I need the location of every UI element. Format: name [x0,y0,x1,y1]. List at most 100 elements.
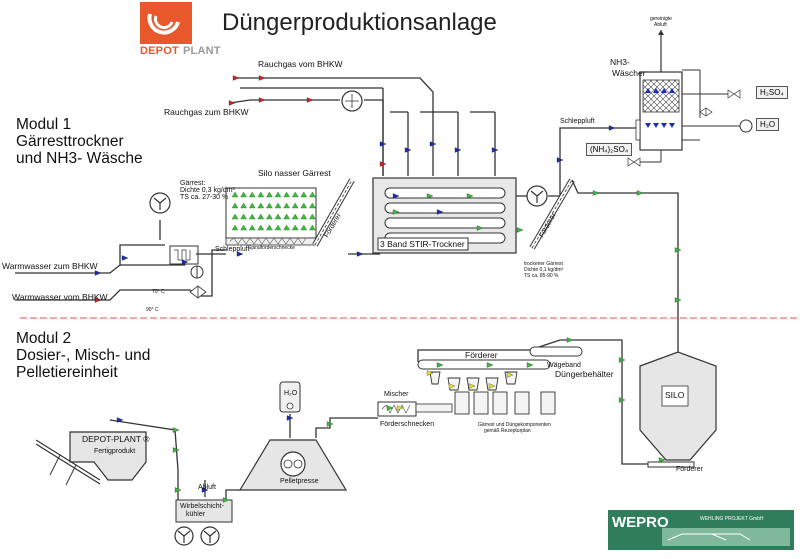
flow-marker [258,97,266,103]
flow-marker [436,209,444,215]
module1-line1: Modul 1 [16,116,72,133]
depotplant-logo [140,2,192,44]
flow-marker [516,227,524,233]
silo-dot [248,224,256,231]
page-title: Düngerproduktionsanlage [222,9,497,36]
flow-marker [592,190,600,196]
silo-dot [309,191,316,198]
module2-line2: Dosier-, Misch- und [16,347,151,364]
silo-dot [283,191,290,198]
label-temp-2: 90° C [146,307,159,313]
label-schleppluft-2: Schleppluft [560,118,595,125]
silo-dot [248,191,256,198]
label-trocken-3: TS ca. 85-90 % [524,273,559,279]
flow-marker [466,193,474,199]
nh3-internal-arrows [645,88,675,128]
silo-dot [231,191,239,198]
label-depot-plant: DEPOT-PLANT ® [82,434,150,444]
flow-marker [486,362,494,368]
flow-marker [618,357,626,363]
box-h2so4: H₂SO₄ [756,86,788,99]
logo-brand-a: DEPOT [140,45,179,57]
label-gereinigte: gereinigte [650,16,672,22]
label-waegeband: Wägeband [547,362,581,369]
label-wirbel-2: kühler [186,511,206,518]
flow-marker [556,157,564,163]
flow-marker [476,225,484,231]
module1-line3: und NH3- Wäsche [16,150,143,167]
flow-marker [436,362,444,368]
flow-marker [172,427,180,433]
inclined-conveyor-2 [529,178,575,250]
flow-marker [426,370,434,376]
silo-dot [274,213,282,220]
silo-dot [300,191,308,198]
label-silo: SILO [665,390,685,400]
silo-dot [300,213,308,220]
flow-marker [326,421,334,427]
silo-dot [231,202,239,209]
label-silo-nasser: Silo nasser Gärrest [258,168,331,178]
silo-dot [291,224,299,231]
flow-marker [608,125,616,131]
heat-exchanger [169,245,199,265]
label-gaerrest-3: TS ca. 27-30 % [180,194,229,201]
silo-dot [266,202,273,209]
wepro-subtitle: WEHLING PROJEKT GmbH [700,516,764,522]
label-abluft-2: Abluft [198,484,216,491]
flow-marker [491,147,499,153]
wepro-title: WEPRO [612,514,669,531]
flow-marker [396,405,404,411]
flow-marker [228,100,236,106]
silo-dot [257,202,265,209]
flow-marker [566,337,574,343]
box-h2o: H₂O [756,118,780,131]
flow-marker [94,270,102,276]
flow-marker [426,193,434,199]
label-fertigprodukt: Fertigprodukt [94,448,136,455]
flow-marker [222,497,230,503]
silo-dot [291,191,299,198]
logo-brand-b: PLANT [183,45,221,57]
flow-marker [258,75,266,81]
dosier-conveyor [417,346,583,370]
label-wirbel-1: Wirbelschicht- [180,503,224,510]
flow-marker [454,147,462,153]
label-schleppluft-1: Schleppluft [215,246,250,253]
label-rauchgas-vom: Rauchgas vom BHKW [258,59,343,69]
label-warmwasser-zum: Warmwasser zum BHKW [2,261,98,271]
silo-dot [291,202,299,209]
label-gaerrest-dk2: gemäß Rezepturplan [484,428,531,434]
silo-dot [283,202,290,209]
silo-dot [240,202,247,209]
flow-marker [618,397,626,403]
flow-marker [674,297,682,303]
silo-dot [274,202,282,209]
flow-marker [94,297,102,303]
label-rauchgas-zum: Rauchgas zum BHKW [164,107,249,117]
silo-dot [257,213,265,220]
label-spiral: Spiralförderschnecke [248,245,295,251]
pump-warmwasser [190,265,204,279]
label-waescher: Wäscher [612,68,646,78]
label-duengerbehaelter: Düngerbehälter [555,369,614,379]
label-warmwasser-vom: Warmwasser vom BHKW [12,292,108,302]
flow-marker [674,247,682,253]
silo-dot [266,224,273,231]
silo-dot [300,202,308,209]
silo-dot [300,224,308,231]
silo-dot [248,213,256,220]
label-temp-1: 70° C [152,289,165,295]
flow-marker [392,193,400,199]
flow-marker [172,447,180,453]
silo-dot [283,213,290,220]
label-gaerrest-1: Gärrest: [180,180,206,187]
label-foerderschnecken: Förderschnecken [380,421,435,428]
label-gaerrest-2: Dichte 0,3 kg/dm³ [180,187,235,194]
label-pelletpresse: Pelletpresse [280,478,319,485]
flow-indicators [94,75,682,503]
flow-marker [448,383,456,389]
flow-marker [236,251,244,257]
flow-marker [468,383,476,389]
product-line-2 [417,339,648,465]
